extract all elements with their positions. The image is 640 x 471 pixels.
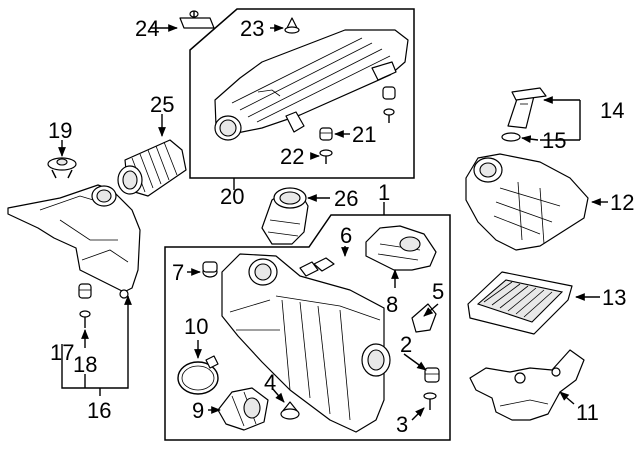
- bolt-22: [319, 149, 333, 164]
- maf-housing-26: [261, 187, 309, 245]
- grommet-2: [424, 367, 440, 383]
- clamp-10: [177, 355, 219, 395]
- bolt-3: [423, 392, 437, 410]
- callout-4: 4: [264, 370, 276, 395]
- seal-15: [501, 132, 521, 142]
- bracket-24: [179, 10, 215, 29]
- frame-air-cover: [189, 8, 415, 179]
- clip-23: [284, 17, 300, 34]
- callout-26: 26: [334, 186, 358, 211]
- callout-2: 2: [400, 332, 412, 357]
- callout-3: 3: [396, 412, 408, 437]
- callout-7: 7: [172, 260, 184, 285]
- callout-6: 6: [340, 223, 352, 248]
- callout-19: 19: [48, 118, 72, 143]
- callout-21: 21: [352, 122, 376, 147]
- duct-9: [217, 387, 269, 431]
- callout-17: 17: [50, 340, 74, 365]
- bolt-18: [79, 310, 91, 328]
- air-cleaner-case: [221, 253, 391, 433]
- callout-1: 1: [378, 180, 390, 205]
- intake-duct-25: [117, 139, 187, 197]
- grommet-7: [202, 261, 218, 278]
- hose-8: [365, 225, 437, 271]
- callout-20: 20: [220, 184, 244, 209]
- callout-13: 13: [602, 285, 626, 310]
- cover-grommet-right: [382, 86, 396, 123]
- grommet-21: [319, 127, 333, 141]
- callout-16: 16: [87, 398, 111, 423]
- engine-cover-12: [465, 153, 589, 251]
- grommet-17: [78, 283, 92, 299]
- callout-12: 12: [610, 190, 634, 215]
- frame-air-box: [164, 214, 451, 441]
- callout-5: 5: [432, 279, 444, 304]
- callout-25: 25: [150, 92, 174, 117]
- air-cleaner-cover: [214, 29, 409, 141]
- plug-4: [280, 401, 300, 420]
- bracket-11: [469, 349, 585, 421]
- callout-11: 11: [576, 400, 599, 425]
- callout-labels: 1 2 3 4 5 6 7 8 9 10 11 12 13 14 15 16 1…: [48, 16, 634, 437]
- callout-10: 10: [184, 314, 208, 339]
- leader-lines: [58, 24, 608, 421]
- callout-15: 15: [542, 128, 566, 153]
- clip-19: [47, 157, 77, 179]
- clip-6: [313, 257, 335, 272]
- callout-18: 18: [73, 352, 97, 377]
- callout-14: 14: [600, 98, 624, 123]
- air-filter-13: [467, 271, 573, 335]
- callout-24: 24: [135, 16, 159, 41]
- resonator-16: [7, 184, 141, 299]
- callout-8: 8: [386, 292, 398, 317]
- callout-9: 9: [192, 398, 204, 423]
- sensor-14: [507, 87, 547, 129]
- callout-22: 22: [280, 144, 304, 169]
- callout-23: 23: [240, 16, 264, 41]
